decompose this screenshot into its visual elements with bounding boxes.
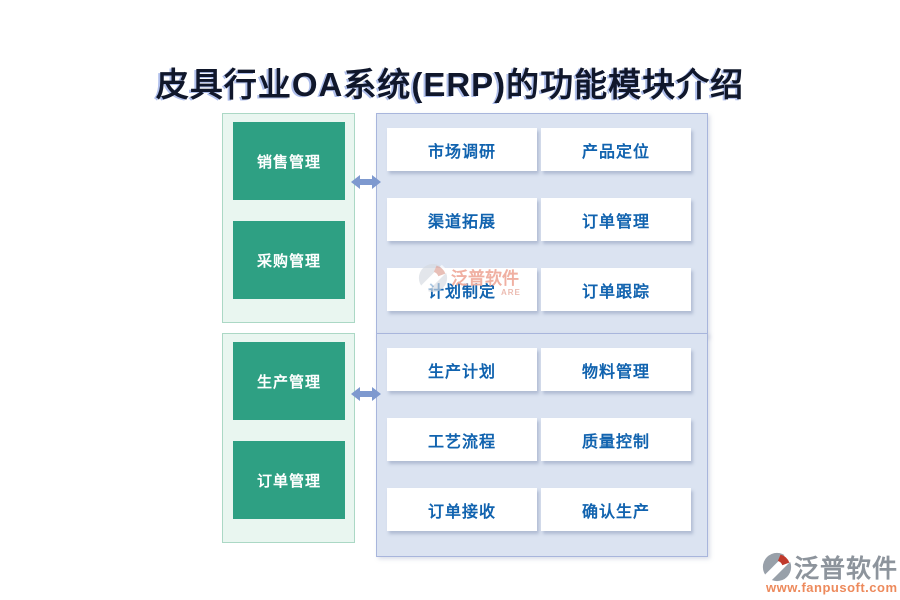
feature-product-positioning: 产品定位 — [541, 128, 691, 171]
footer-url: www.fanpusoft.com — [766, 580, 898, 595]
feature-order-management: 订单管理 — [541, 198, 691, 241]
module-order-management: 订单管理 — [233, 441, 345, 519]
feature-order-receiving: 订单接收 — [387, 488, 537, 531]
feature-process-flow: 工艺流程 — [387, 418, 537, 461]
feature-order-tracking: 订单跟踪 — [541, 268, 691, 311]
feature-market-research: 市场调研 — [387, 128, 537, 171]
feature-confirm-production: 确认生产 — [541, 488, 691, 531]
feature-production-plan: 生产计划 — [387, 348, 537, 391]
double-arrow-icon — [351, 175, 381, 189]
footer-brand: 泛普软件 — [794, 555, 899, 583]
module-production-management: 生产管理 — [233, 342, 345, 420]
double-arrow-icon — [351, 387, 381, 401]
panel-modules-sales-purchase: 销售管理 采购管理 — [222, 113, 355, 323]
feature-quality-control: 质量控制 — [541, 418, 691, 461]
panel-features-sales-purchase: 市场调研 产品定位 渠道拓展 订单管理 计划制定 订单跟踪 — [376, 113, 708, 337]
feature-plan-formulation: 计划制定 — [387, 268, 537, 311]
footer-logo: 泛普软件 www.fanpusoft.com — [760, 549, 900, 597]
module-sales-management: 销售管理 — [233, 122, 345, 200]
fanpu-logo-icon — [762, 552, 792, 582]
page-title: 皮具行业OA系统(ERP)的功能模块介绍 — [155, 66, 745, 103]
panel-features-production-order: 生产计划 物料管理 工艺流程 质量控制 订单接收 确认生产 — [376, 333, 708, 557]
feature-material-management: 物料管理 — [541, 348, 691, 391]
panel-modules-production-order: 生产管理 订单管理 — [222, 333, 355, 543]
feature-channel-expansion: 渠道拓展 — [387, 198, 537, 241]
module-purchase-management: 采购管理 — [233, 221, 345, 299]
